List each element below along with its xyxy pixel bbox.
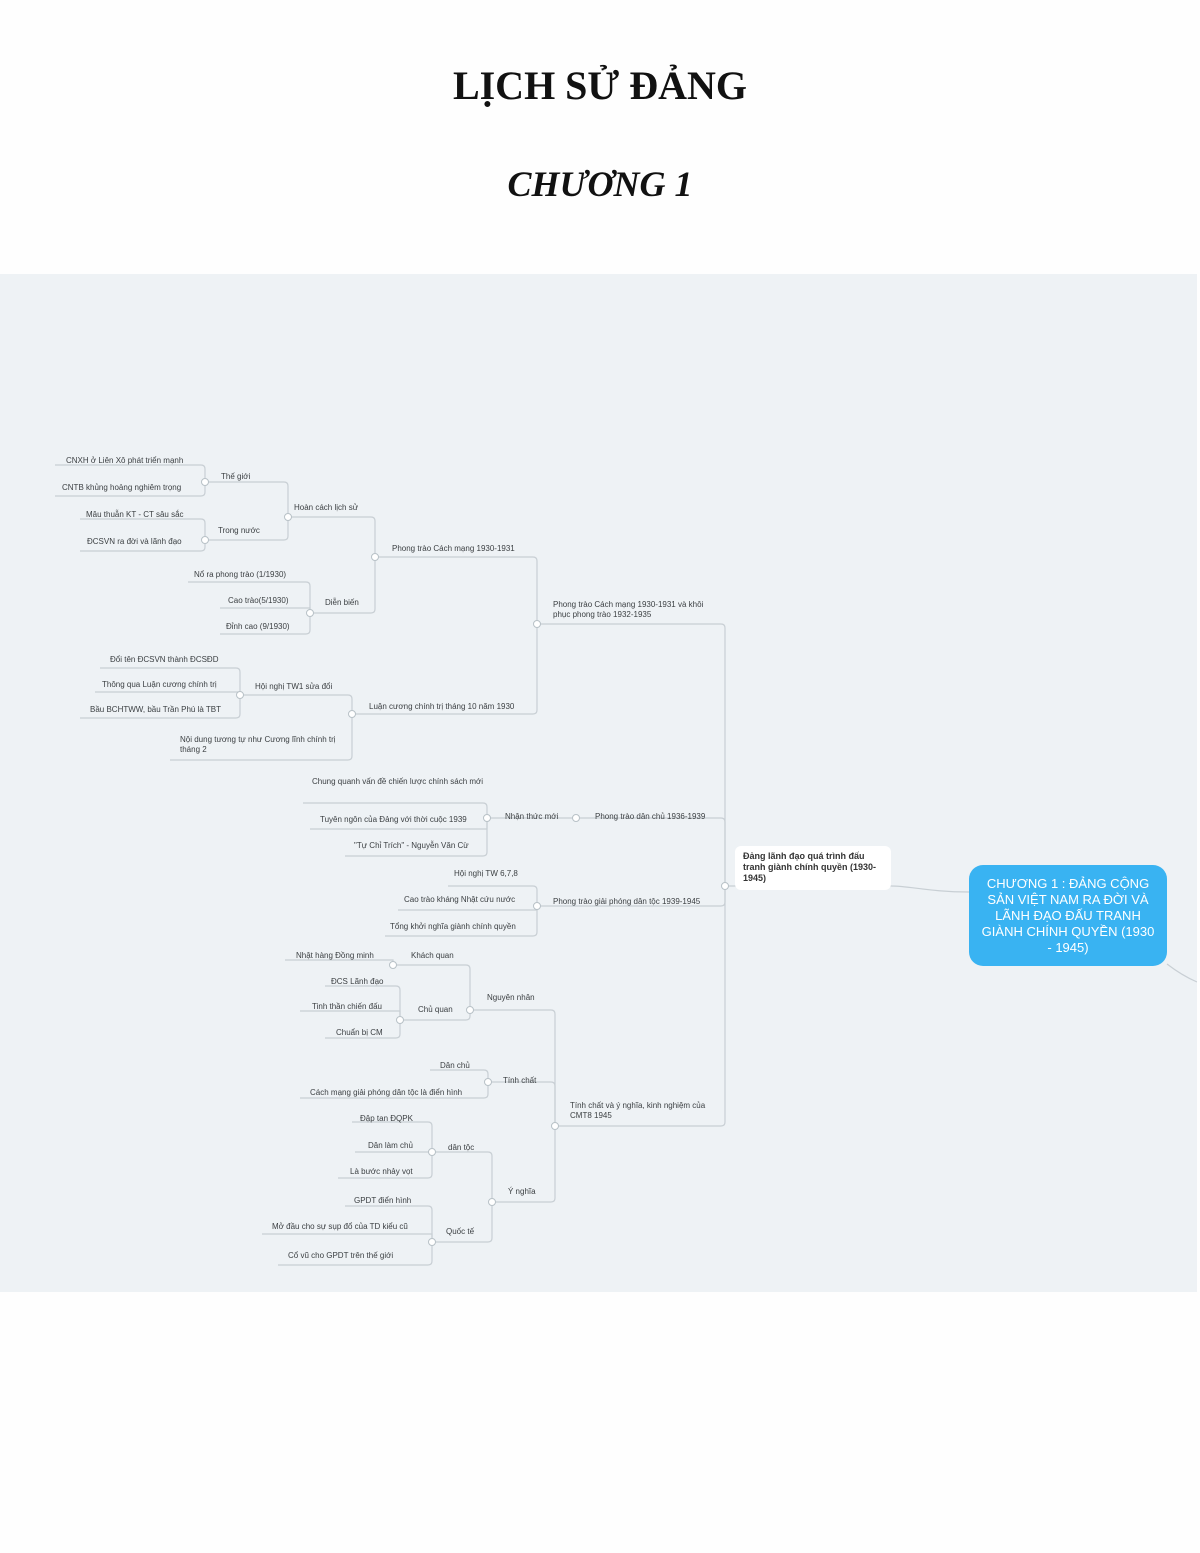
- leaf-chu-quan-2[interactable]: Tinh thần chiến đấu: [312, 1002, 382, 1011]
- leaf-tinh-chat-1[interactable]: Dân chủ: [440, 1061, 470, 1070]
- leaf-nhan-thuc-2[interactable]: Tuyên ngôn của Đảng với thời cuộc 1939: [320, 815, 467, 824]
- document-subtitle: CHƯƠNG 1: [507, 164, 693, 204]
- node-nhan-thuc-moi[interactable]: Nhận thức mới: [505, 812, 559, 821]
- node-khach-quan[interactable]: Khách quan: [411, 951, 454, 960]
- node-quoc-te[interactable]: Quốc tế: [446, 1227, 475, 1236]
- leaf-chu-quan-1[interactable]: ĐCS Lãnh đạo: [331, 977, 384, 986]
- node-hoan-canh[interactable]: Hoàn cách lịch sử: [294, 503, 359, 512]
- main-topic[interactable]: Đảng lãnh đạo quá trình đấu tranh giành …: [735, 846, 891, 890]
- leaf-dan-toc-2[interactable]: Dân làm chủ: [368, 1141, 413, 1150]
- leaf-the-gioi-2[interactable]: CNTB khủng hoảng nghiêm trọng: [62, 483, 182, 492]
- leaf-dien-bien-1[interactable]: Nổ ra phong trào (1/1930): [194, 570, 287, 579]
- node-the-gioi[interactable]: Thế giới: [221, 472, 251, 481]
- leaf-hoi-nghi-3[interactable]: Bầu BCHTWW, bầu Trần Phú là TBT: [90, 705, 222, 714]
- branch-dan-chu[interactable]: Phong trào dân chủ 1936-1939: [595, 812, 706, 821]
- central-topic-label: CHƯƠNG 1 : ĐẢNG CỘNG SẢN VIỆT NAM RA ĐỜI…: [981, 875, 1155, 955]
- leaf-quoc-te-2[interactable]: Mở đầu cho sự sụp đổ của TD kiểu cũ: [272, 1222, 408, 1231]
- central-topic[interactable]: CHƯƠNG 1 : ĐẢNG CỘNG SẢN VIỆT NAM RA ĐỜI…: [969, 865, 1167, 966]
- leaf-dien-bien-2[interactable]: Cao trào(5/1930): [228, 596, 289, 605]
- mindmap-connectors: [55, 464, 1197, 1266]
- node-y-nghia[interactable]: Ý nghĩa: [508, 1187, 536, 1196]
- node-dan-toc[interactable]: dân tộc: [448, 1143, 475, 1152]
- document-title: LỊCH SỬ ĐẢNG: [452, 63, 748, 108]
- node-chu-quan[interactable]: Chủ quan: [418, 1005, 453, 1014]
- leaf-cao-trao-khang-nhat[interactable]: Cao trào kháng Nhật cứu nước: [404, 895, 516, 904]
- node-luan-cuong[interactable]: Luận cương chính trị tháng 10 năm 1930: [369, 702, 515, 711]
- leaf-nhan-thuc-3[interactable]: "Tự Chỉ Trích" - Nguyễn Văn Cừ: [354, 841, 469, 850]
- leaf-dien-bien-3[interactable]: Đỉnh cao (9/1930): [226, 622, 290, 631]
- node-nguyen-nhan[interactable]: Nguyên nhân: [487, 993, 535, 1002]
- connector-dots: [201, 478, 729, 1246]
- leaf-quoc-te-1[interactable]: GPDT điển hình: [354, 1196, 412, 1205]
- leaf-nhan-thuc-1[interactable]: Chung quanh vấn đề chiến lược chính sách…: [312, 777, 484, 786]
- node-tinh-chat[interactable]: Tính chất: [503, 1076, 537, 1085]
- node-hoi-nghi-tw1[interactable]: Hội nghị TW1 sửa đổi: [255, 682, 333, 691]
- leaf-dan-toc-1[interactable]: Đập tan ĐQPK: [360, 1114, 413, 1123]
- node-dien-bien[interactable]: Diễn biến: [325, 598, 359, 607]
- leaf-trong-nuoc-2[interactable]: ĐCSVN ra đời và lãnh đạo: [87, 537, 182, 546]
- leaf-noi-dung[interactable]: Nội dung tương tự như Cương lĩnh chính t…: [180, 735, 336, 754]
- branch-tinh-chat-y-nghia[interactable]: Tính chất và ý nghĩa, kinh nghiệm của CM…: [570, 1101, 706, 1120]
- leaf-hoi-nghi-1[interactable]: Đổi tên ĐCSVN thành ĐCSĐD: [110, 655, 219, 664]
- mindmap-canvas[interactable]: CHƯƠNG 1 : ĐẢNG CỘNG SẢN VIỆT NAM RA ĐỜI…: [0, 274, 1197, 1292]
- branch-giai-phong-dan-toc[interactable]: Phong trào giải phóng dân tộc 1939-1945: [553, 897, 701, 906]
- leaf-chu-quan-3[interactable]: Chuẩn bị CM: [336, 1028, 383, 1037]
- leaf-hoi-nghi-2[interactable]: Thông qua Luận cương chính trị: [102, 680, 217, 689]
- leaf-khach-quan-1[interactable]: Nhật hàng Đồng minh: [296, 951, 374, 960]
- leaf-tinh-chat-2[interactable]: Cách mạng giải phóng dân tộc là điển hìn…: [310, 1088, 463, 1097]
- leaf-hoi-nghi-tw-678[interactable]: Hội nghị TW 6,7,8: [454, 869, 518, 878]
- leaf-tong-khoi-nghia[interactable]: Tổng khởi nghĩa giành chính quyền: [390, 922, 516, 931]
- leaf-quoc-te-3[interactable]: Cổ vũ cho GPDT trên thế giới: [288, 1251, 394, 1260]
- connector-lines: [55, 464, 1197, 1266]
- leaf-dan-toc-3[interactable]: Là bước nhảy vọt: [350, 1167, 413, 1176]
- node-phong-trao-1930-1931[interactable]: Phong trào Cách mạng 1930-1931: [392, 544, 515, 553]
- node-trong-nuoc[interactable]: Trong nước: [218, 526, 260, 535]
- main-topic-label: Đảng lãnh đạo quá trình đấu tranh giành …: [743, 851, 877, 883]
- leaf-trong-nuoc-1[interactable]: Mâu thuẫn KT - CT sâu sắc: [86, 510, 184, 519]
- leaf-the-gioi-1[interactable]: CNXH ở Liên Xô phát triển mạnh: [66, 456, 184, 465]
- branch-1930-1935[interactable]: Phong trào Cách mạng 1930-1931 và khôi p…: [553, 600, 704, 619]
